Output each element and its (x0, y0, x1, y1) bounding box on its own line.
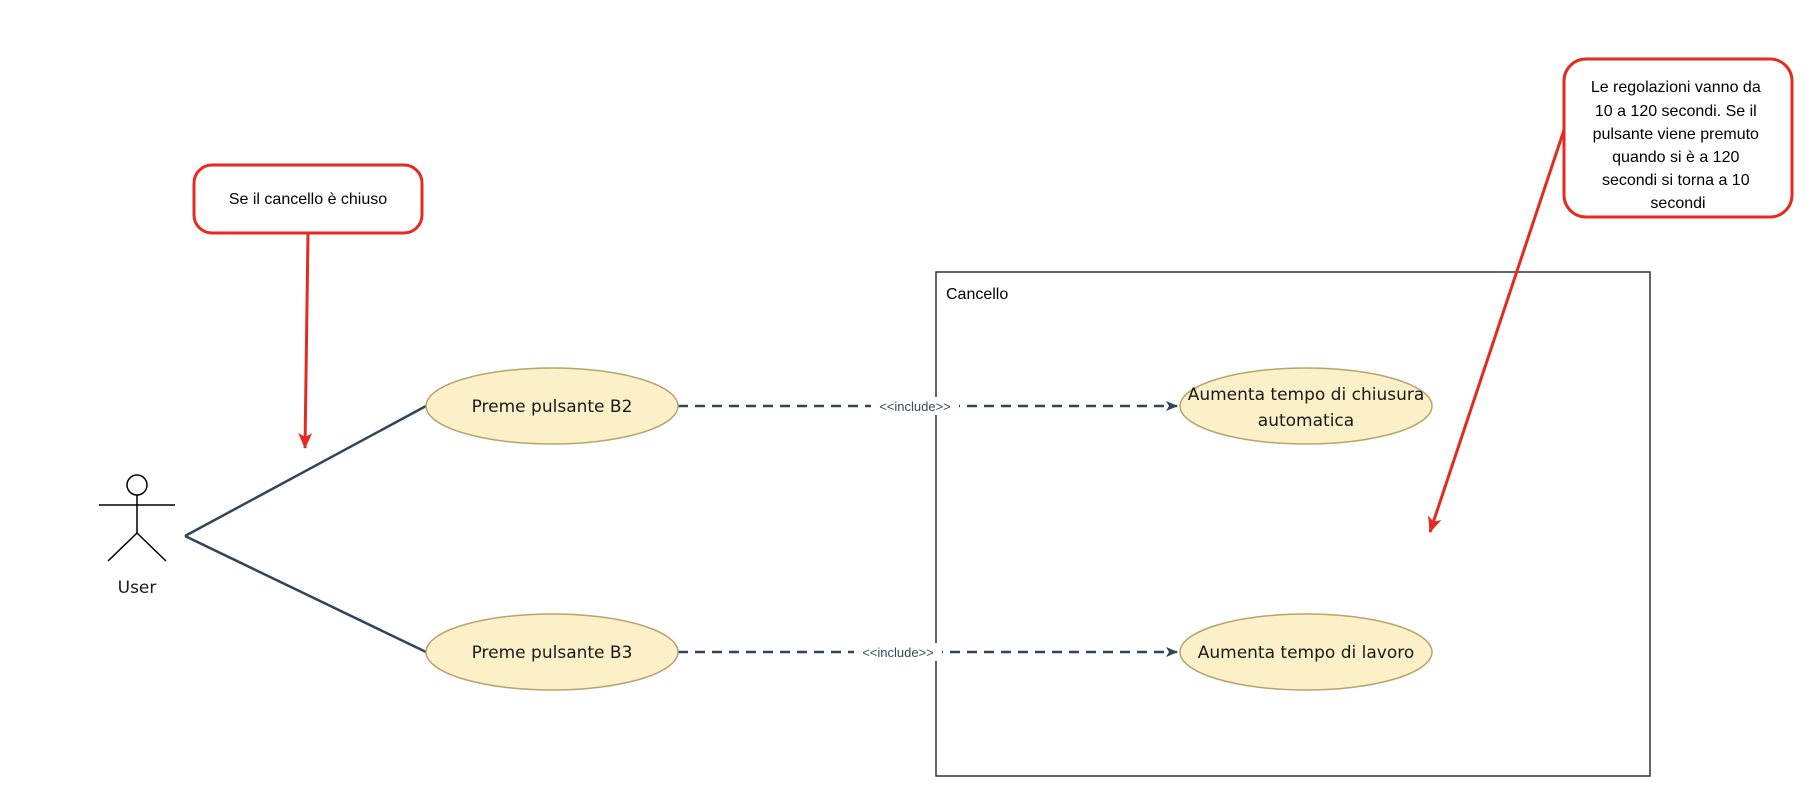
use-case-label: Preme pulsante B3 (472, 643, 633, 663)
use-case-aumenta-chiusura[interactable]: Aumenta tempo di chiusura automatica (1179, 367, 1433, 445)
include-label-top: <<include>> (879, 399, 951, 414)
note-arrow-range (1428, 129, 1566, 533)
use-case-preme-b2[interactable]: Preme pulsante B2 (425, 367, 679, 445)
note-line: pulsante viene premuto (1593, 126, 1759, 143)
note-line: quando si è a 120 (1612, 149, 1739, 166)
actor-label: User (118, 578, 157, 598)
use-case-preme-b3[interactable]: Preme pulsante B3 (425, 613, 679, 691)
use-case-label-line1: Aumenta tempo di chiusura (1188, 385, 1425, 405)
use-case-label-line2: automatica (1258, 411, 1354, 431)
system-boundary-cancello[interactable]: Cancello (935, 271, 1651, 777)
use-case-label: Aumenta tempo di lavoro (1198, 643, 1415, 663)
boundary-label: Cancello (946, 286, 1008, 303)
association-user-b3[interactable] (184, 534, 427, 654)
note-line: Le regolazioni vanno da (1591, 79, 1761, 96)
use-case-label: Preme pulsante B2 (472, 397, 633, 417)
include-relation-top[interactable]: <<include>> (678, 397, 1178, 415)
include-relation-bottom[interactable]: <<include>> (678, 643, 1178, 661)
note-adjustment-range[interactable]: Le regolazioni vanno da 10 a 120 secondi… (1428, 57, 1794, 533)
note-line: secondi (1650, 195, 1705, 212)
note-text-range: Le regolazioni vanno da 10 a 120 secondi… (1591, 79, 1765, 212)
note-line: secondi si torna a 10 (1602, 172, 1750, 189)
note-line: 10 a 120 secondi. Se il (1595, 103, 1757, 120)
note-text: Se il cancello è chiuso (229, 191, 387, 208)
note-gate-closed[interactable]: Se il cancello è chiuso (192, 163, 424, 449)
use-case-aumenta-lavoro[interactable]: Aumenta tempo di lavoro (1179, 613, 1433, 691)
note-arrow-closed (298, 232, 313, 449)
association-user-b2[interactable] (184, 404, 427, 538)
actor-user[interactable]: User (99, 474, 175, 598)
include-label-bottom: <<include>> (862, 645, 934, 660)
